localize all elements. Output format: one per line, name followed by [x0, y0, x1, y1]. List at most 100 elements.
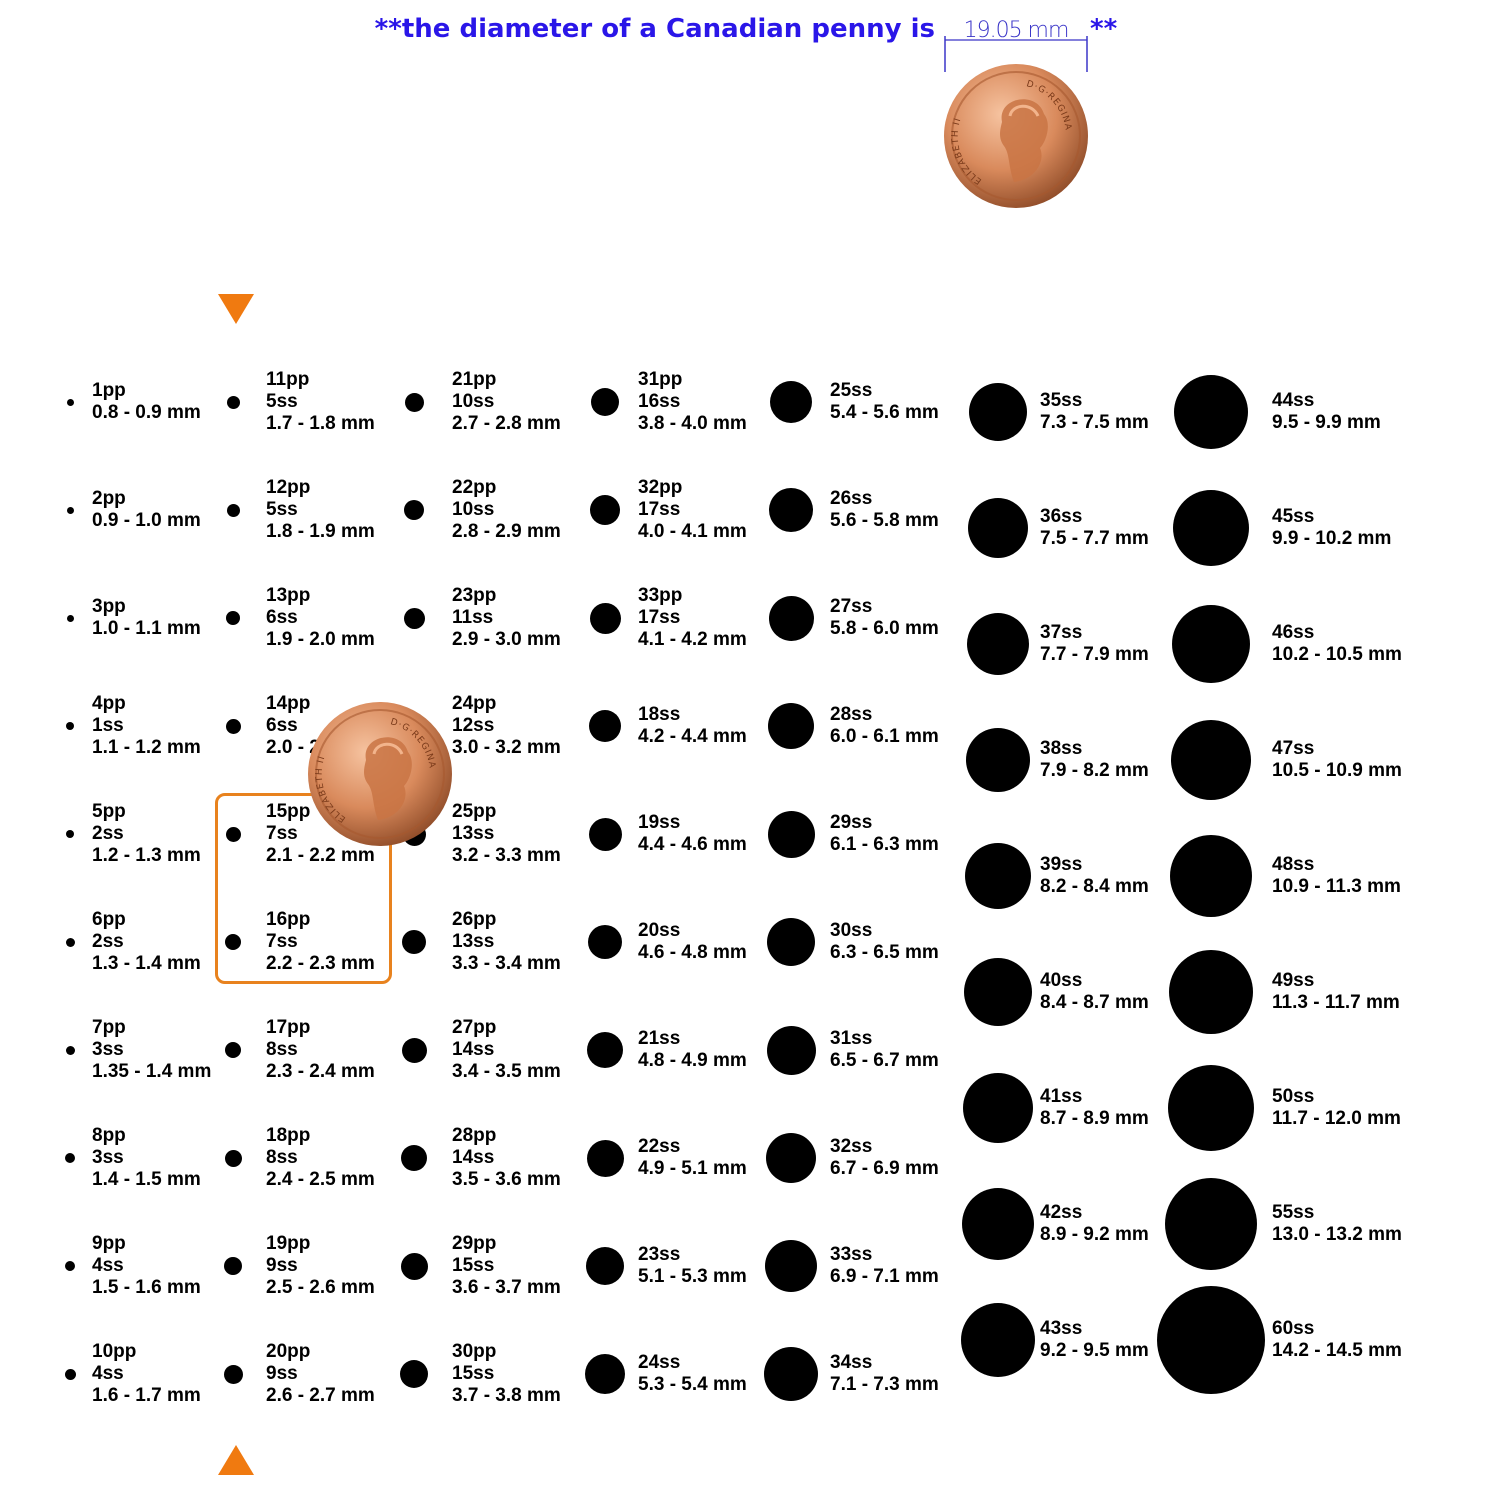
- size-code-text: 19pp: [266, 1233, 311, 1254]
- size-code-text: 18ss: [638, 704, 681, 725]
- size-dot: [1171, 720, 1251, 800]
- size-code-text: 36ss: [1040, 506, 1083, 527]
- size-range-text: 2.1 - 2.2 mm: [266, 845, 375, 866]
- size-dot: [963, 1073, 1033, 1143]
- size-range-text: 2.7 - 2.8 mm: [452, 413, 561, 434]
- size-code-text: 19ss: [638, 812, 681, 833]
- size-range-text: 4.8 - 4.9 mm: [638, 1050, 747, 1071]
- size-code-text: 6pp: [92, 909, 126, 930]
- size-dot: [224, 1257, 242, 1275]
- size-range-text: 7.3 - 7.5 mm: [1040, 412, 1149, 433]
- size-range-text: 7.1 - 7.3 mm: [830, 1374, 939, 1395]
- size-code-text: 34ss: [830, 1352, 873, 1373]
- size-range-text: 1.9 - 2.0 mm: [266, 629, 375, 650]
- size-dot: [224, 1149, 242, 1167]
- size-code-text: 6ss: [266, 607, 298, 628]
- size-dot: [961, 1303, 1035, 1377]
- size-code-text: 37ss: [1040, 622, 1083, 643]
- size-range-text: 2.6 - 2.7 mm: [266, 1385, 375, 1406]
- size-dot: [770, 381, 812, 423]
- size-dot: [403, 607, 425, 629]
- size-range-text: 1.35 - 1.4 mm: [92, 1061, 212, 1082]
- size-dot: [588, 925, 622, 959]
- size-code-text: 13ss: [452, 931, 495, 952]
- size-range-text: 3.0 - 3.2 mm: [452, 737, 561, 758]
- size-code-text: 33ss: [830, 1244, 873, 1265]
- size-range-text: 1.3 - 1.4 mm: [92, 953, 201, 974]
- size-code-text: 2ss: [92, 931, 124, 952]
- size-range-text: 3.3 - 3.4 mm: [452, 953, 561, 974]
- size-range-text: 3.4 - 3.5 mm: [452, 1061, 561, 1082]
- size-code-text: 49ss: [1272, 970, 1315, 991]
- size-dot: [586, 1139, 624, 1177]
- arrow-up-icon: [218, 1445, 254, 1475]
- size-range-text: 14.2 - 14.5 mm: [1272, 1340, 1402, 1361]
- size-code-text: 7ss: [266, 823, 298, 844]
- size-code-text: 15ss: [452, 1363, 495, 1384]
- size-dot: [1173, 490, 1249, 566]
- size-code-text: 7ss: [266, 931, 298, 952]
- size-range-text: 3.7 - 3.8 mm: [452, 1385, 561, 1406]
- size-dot: [223, 1364, 243, 1384]
- size-dot: [964, 958, 1032, 1026]
- size-code-text: 9ss: [266, 1255, 298, 1276]
- size-code-text: 4pp: [92, 693, 126, 714]
- canadian-penny-image: ELIZABETH II D·G·REGINA: [942, 62, 1090, 215]
- size-dot: [66, 722, 74, 730]
- size-dot: [589, 602, 621, 634]
- size-code-text: 29pp: [452, 1233, 497, 1254]
- size-code-text: 17pp: [266, 1017, 311, 1038]
- size-code-text: 24pp: [452, 693, 497, 714]
- size-dot: [766, 1025, 816, 1075]
- size-dot: [225, 1042, 241, 1058]
- size-code-text: 15ss: [452, 1255, 495, 1276]
- size-range-text: 4.4 - 4.6 mm: [638, 834, 747, 855]
- size-code-text: 44ss: [1272, 390, 1315, 411]
- size-dot: [66, 830, 74, 838]
- size-dot: [1165, 1178, 1257, 1270]
- size-range-text: 2.4 - 2.5 mm: [266, 1169, 375, 1190]
- size-dot: [962, 1188, 1034, 1260]
- size-code-text: 10ss: [452, 499, 495, 520]
- size-code-text: 8ss: [266, 1039, 298, 1060]
- size-code-text: 22pp: [452, 477, 497, 498]
- size-code-text: 23ss: [638, 1244, 681, 1265]
- size-dot: [404, 500, 424, 520]
- size-range-text: 7.9 - 8.2 mm: [1040, 760, 1149, 781]
- size-code-text: 55ss: [1272, 1202, 1315, 1223]
- size-range-text: 1.8 - 1.9 mm: [266, 521, 375, 542]
- size-range-text: 10.5 - 10.9 mm: [1272, 760, 1402, 781]
- size-code-text: 13ss: [452, 823, 495, 844]
- size-code-text: 3ss: [92, 1039, 124, 1060]
- size-code-text: 8ss: [266, 1147, 298, 1168]
- size-code-text: 24ss: [638, 1352, 681, 1373]
- header-text: **the diameter of a Canadian penny is: [374, 14, 935, 44]
- size-range-text: 1.0 - 1.1 mm: [92, 618, 201, 639]
- size-dot: [65, 1153, 75, 1163]
- size-dot: [1174, 375, 1248, 449]
- size-dot: [66, 398, 74, 406]
- size-dot: [587, 1032, 623, 1068]
